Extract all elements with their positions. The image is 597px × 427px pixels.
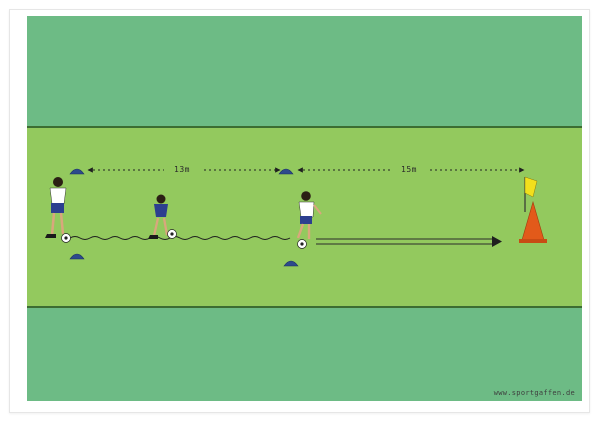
pass-arrow — [316, 236, 502, 247]
cone-marker-icon — [279, 169, 293, 174]
distance-label-15m: 15m — [401, 165, 417, 174]
arrow-icon — [492, 236, 502, 247]
player-icon — [45, 177, 66, 238]
distance-label-13m: 13m — [174, 165, 190, 174]
ball-icon — [62, 234, 71, 243]
player-icon — [148, 195, 168, 240]
ball-icon — [168, 230, 177, 239]
ball-icon — [298, 240, 307, 249]
watermark-text: www.sportgaffen.de — [494, 389, 575, 397]
cone-marker-icon — [284, 261, 298, 266]
goal-cone-icon — [519, 202, 547, 243]
cone-marker-icon — [70, 254, 84, 259]
player-icon — [298, 191, 321, 239]
dribble-path — [70, 237, 290, 240]
cone-marker-icon — [70, 169, 84, 174]
flag-pole-icon — [525, 177, 537, 212]
